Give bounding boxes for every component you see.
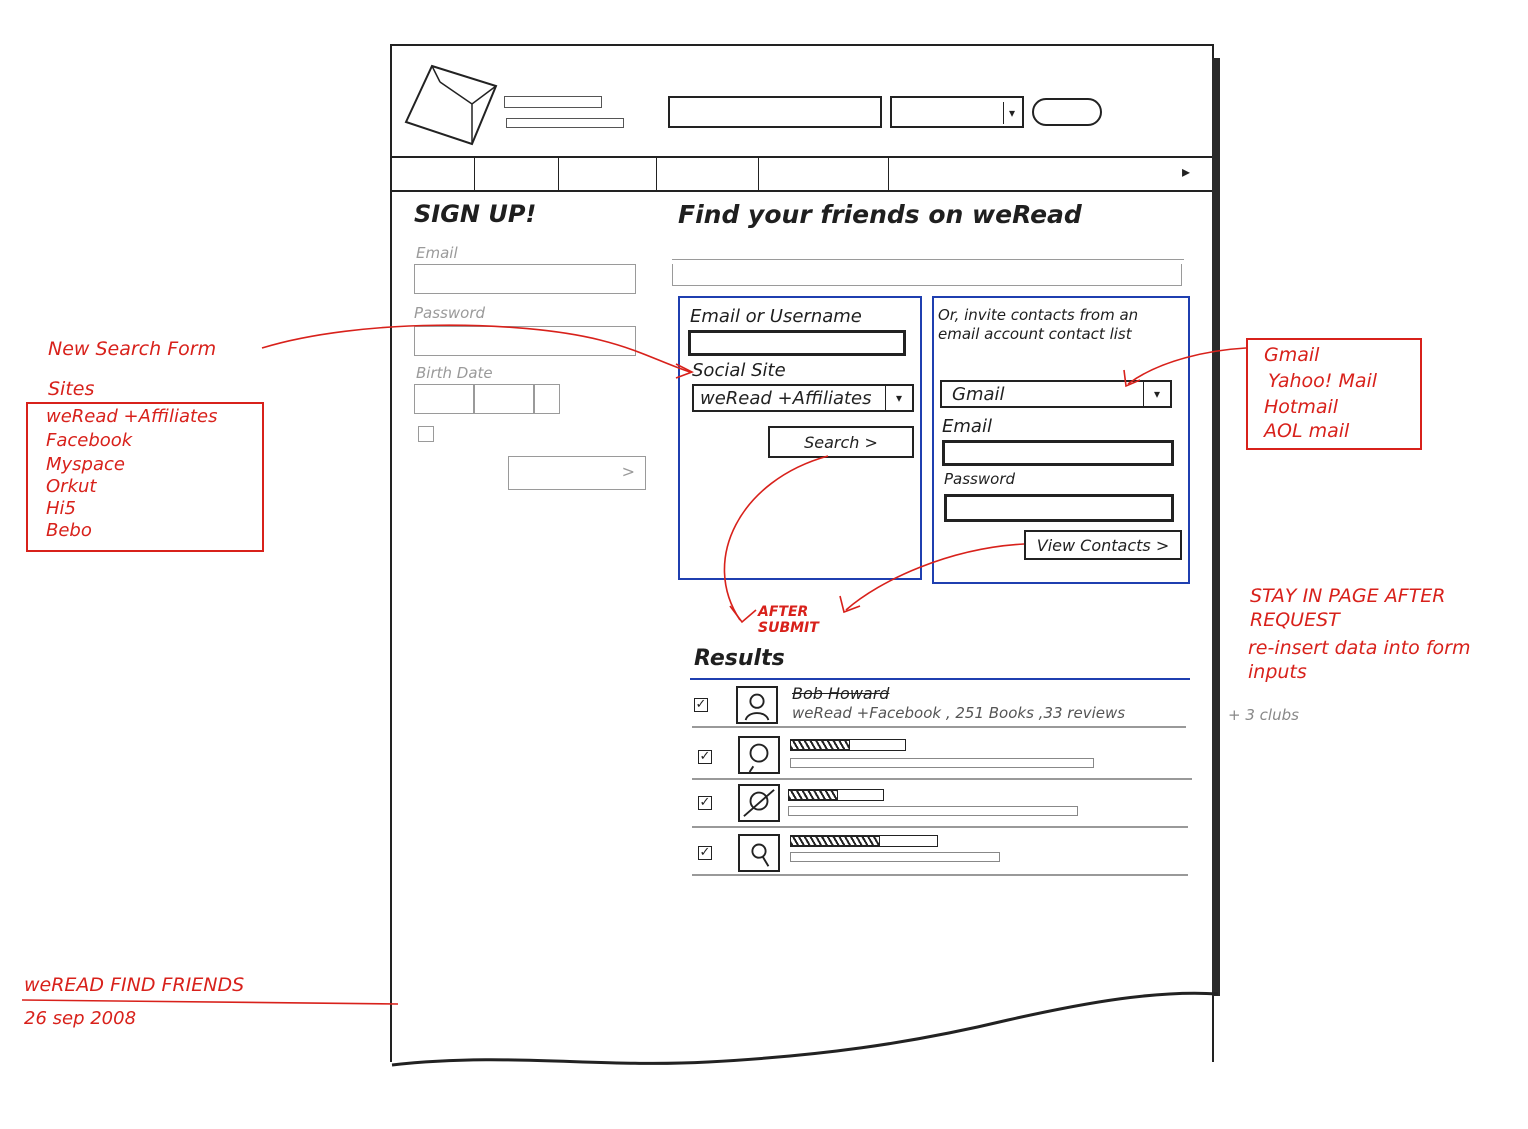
nav-bar: ▸ — [392, 156, 1212, 192]
annotation-new-search-form: New Search Form — [48, 338, 217, 360]
result-checkbox[interactable]: ✓ — [698, 795, 712, 810]
invite-password-input[interactable] — [944, 494, 1174, 522]
annotation-provider: Gmail — [1264, 344, 1320, 366]
result-row-divider — [692, 778, 1192, 780]
annotation-reinsert: re-insert data into form inputs — [1248, 637, 1471, 683]
find-intro-placeholder-2 — [672, 264, 1182, 286]
invite-intro: Or, invite contacts from an email accoun… — [938, 306, 1139, 343]
signup-birthdate-month[interactable] — [414, 384, 474, 414]
page-bottom-edge — [391, 991, 1219, 1067]
signup-email-label: Email — [416, 244, 458, 262]
result-row-divider — [692, 726, 1186, 728]
result-meta-bar — [788, 806, 1078, 816]
invite-email-label: Email — [942, 416, 992, 437]
search-go-button[interactable] — [1032, 98, 1102, 126]
social-site-select[interactable]: weRead +Affiliates ▾ — [692, 384, 914, 412]
avatar — [736, 686, 778, 724]
signup-birthdate-year[interactable] — [534, 384, 560, 414]
result-name[interactable]: Bob Howard — [792, 684, 890, 703]
find-intro-placeholder-1 — [672, 246, 1184, 260]
signup-submit-arrow: > — [621, 462, 635, 481]
result-name-bar — [790, 739, 906, 751]
signup-birthdate-label: Birth Date — [416, 364, 493, 382]
signup-password-label: Password — [414, 304, 486, 322]
annotation-footer-title: weREAD FIND FRIENDS — [24, 974, 245, 996]
provider-select[interactable]: Gmail ▾ — [940, 380, 1172, 408]
result-checkbox[interactable]: ✓ — [698, 749, 712, 764]
nav-more-arrow-icon[interactable]: ▸ — [1181, 162, 1190, 181]
search-input[interactable] — [668, 96, 882, 128]
result-checkbox[interactable]: ✓ — [694, 697, 708, 712]
annotation-sites-box: weRead +Affiliates Facebook Myspace Orku… — [26, 402, 264, 552]
result-row-divider — [692, 826, 1188, 828]
search-scope-select[interactable]: ▾ — [890, 96, 1024, 128]
annotation-site: Orkut — [46, 476, 97, 497]
logo-text-placeholder — [504, 96, 602, 108]
page-frame-shadow — [1212, 58, 1220, 996]
view-contacts-button[interactable]: View Contacts > — [1024, 530, 1182, 560]
invite-form — [932, 296, 1190, 584]
result-name-bar — [788, 789, 884, 801]
chevron-down-icon: ▾ — [885, 386, 912, 410]
avatar — [738, 784, 780, 822]
search-social-label: Social Site — [692, 360, 786, 381]
find-title: Find your friends on weRead — [678, 200, 1082, 229]
annotation-provider: Yahoo! Mail — [1268, 370, 1378, 392]
avatar — [738, 736, 780, 774]
search-email-label: Email or Username — [690, 306, 862, 327]
nav-tab-5[interactable] — [758, 158, 889, 190]
result-extra: + 3 clubs — [1228, 706, 1299, 724]
nav-tab-4[interactable] — [656, 158, 759, 190]
annotation-after-submit: AFTER SUBMIT — [758, 604, 819, 636]
logo-tagline-placeholder — [506, 118, 624, 128]
signup-submit-button[interactable]: > — [508, 456, 646, 490]
annotation-site: Hi5 — [46, 498, 76, 519]
nav-tab-2[interactable] — [474, 158, 559, 190]
annotation-providers-box: Gmail Yahoo! Mail Hotmail AOL mail — [1246, 338, 1422, 450]
signup-title: SIGN UP! — [414, 200, 537, 228]
search-button[interactable]: Search > — [768, 426, 914, 458]
annotation-site: Myspace — [46, 454, 125, 475]
chevron-down-icon: ▾ — [1143, 382, 1170, 406]
nav-tab-1[interactable] — [392, 158, 475, 190]
signup-terms-checkbox[interactable] — [418, 426, 434, 442]
result-checkbox[interactable]: ✓ — [698, 845, 712, 860]
annotation-provider: Hotmail — [1264, 396, 1339, 418]
signup-email-input[interactable] — [414, 264, 636, 294]
provider-value: Gmail — [952, 384, 1005, 405]
search-email-input[interactable] — [688, 330, 906, 356]
invite-password-label: Password — [944, 470, 1016, 488]
header: ▾ — [392, 46, 1212, 158]
chevron-down-icon: ▾ — [1003, 102, 1020, 124]
annotation-site: Facebook — [46, 430, 133, 451]
logo-icon — [404, 64, 498, 146]
annotation-footer-date: 26 sep 2008 — [24, 1008, 137, 1029]
nav-tab-3[interactable] — [558, 158, 657, 190]
annotation-stay-in-page: STAY IN PAGE AFTER REQUEST — [1250, 585, 1446, 631]
social-site-value: weRead +Affiliates — [700, 388, 872, 409]
results-title: Results — [694, 646, 785, 671]
signup-password-input[interactable] — [414, 326, 636, 356]
annotation-sites-title: Sites — [48, 378, 95, 400]
result-meta: weRead +Facebook , 251 Books ,33 reviews — [792, 704, 1126, 722]
avatar — [738, 834, 780, 872]
result-meta-bar — [790, 758, 1094, 768]
result-name-bar — [790, 835, 938, 847]
results-divider — [690, 678, 1190, 680]
result-meta-bar — [790, 852, 1000, 862]
annotation-site: weRead +Affiliates — [46, 406, 218, 427]
result-row-divider — [692, 874, 1188, 876]
annotation-site: Bebo — [46, 520, 92, 541]
invite-email-input[interactable] — [942, 440, 1174, 466]
signup-birthdate-day[interactable] — [474, 384, 534, 414]
annotation-provider: AOL mail — [1264, 420, 1350, 442]
